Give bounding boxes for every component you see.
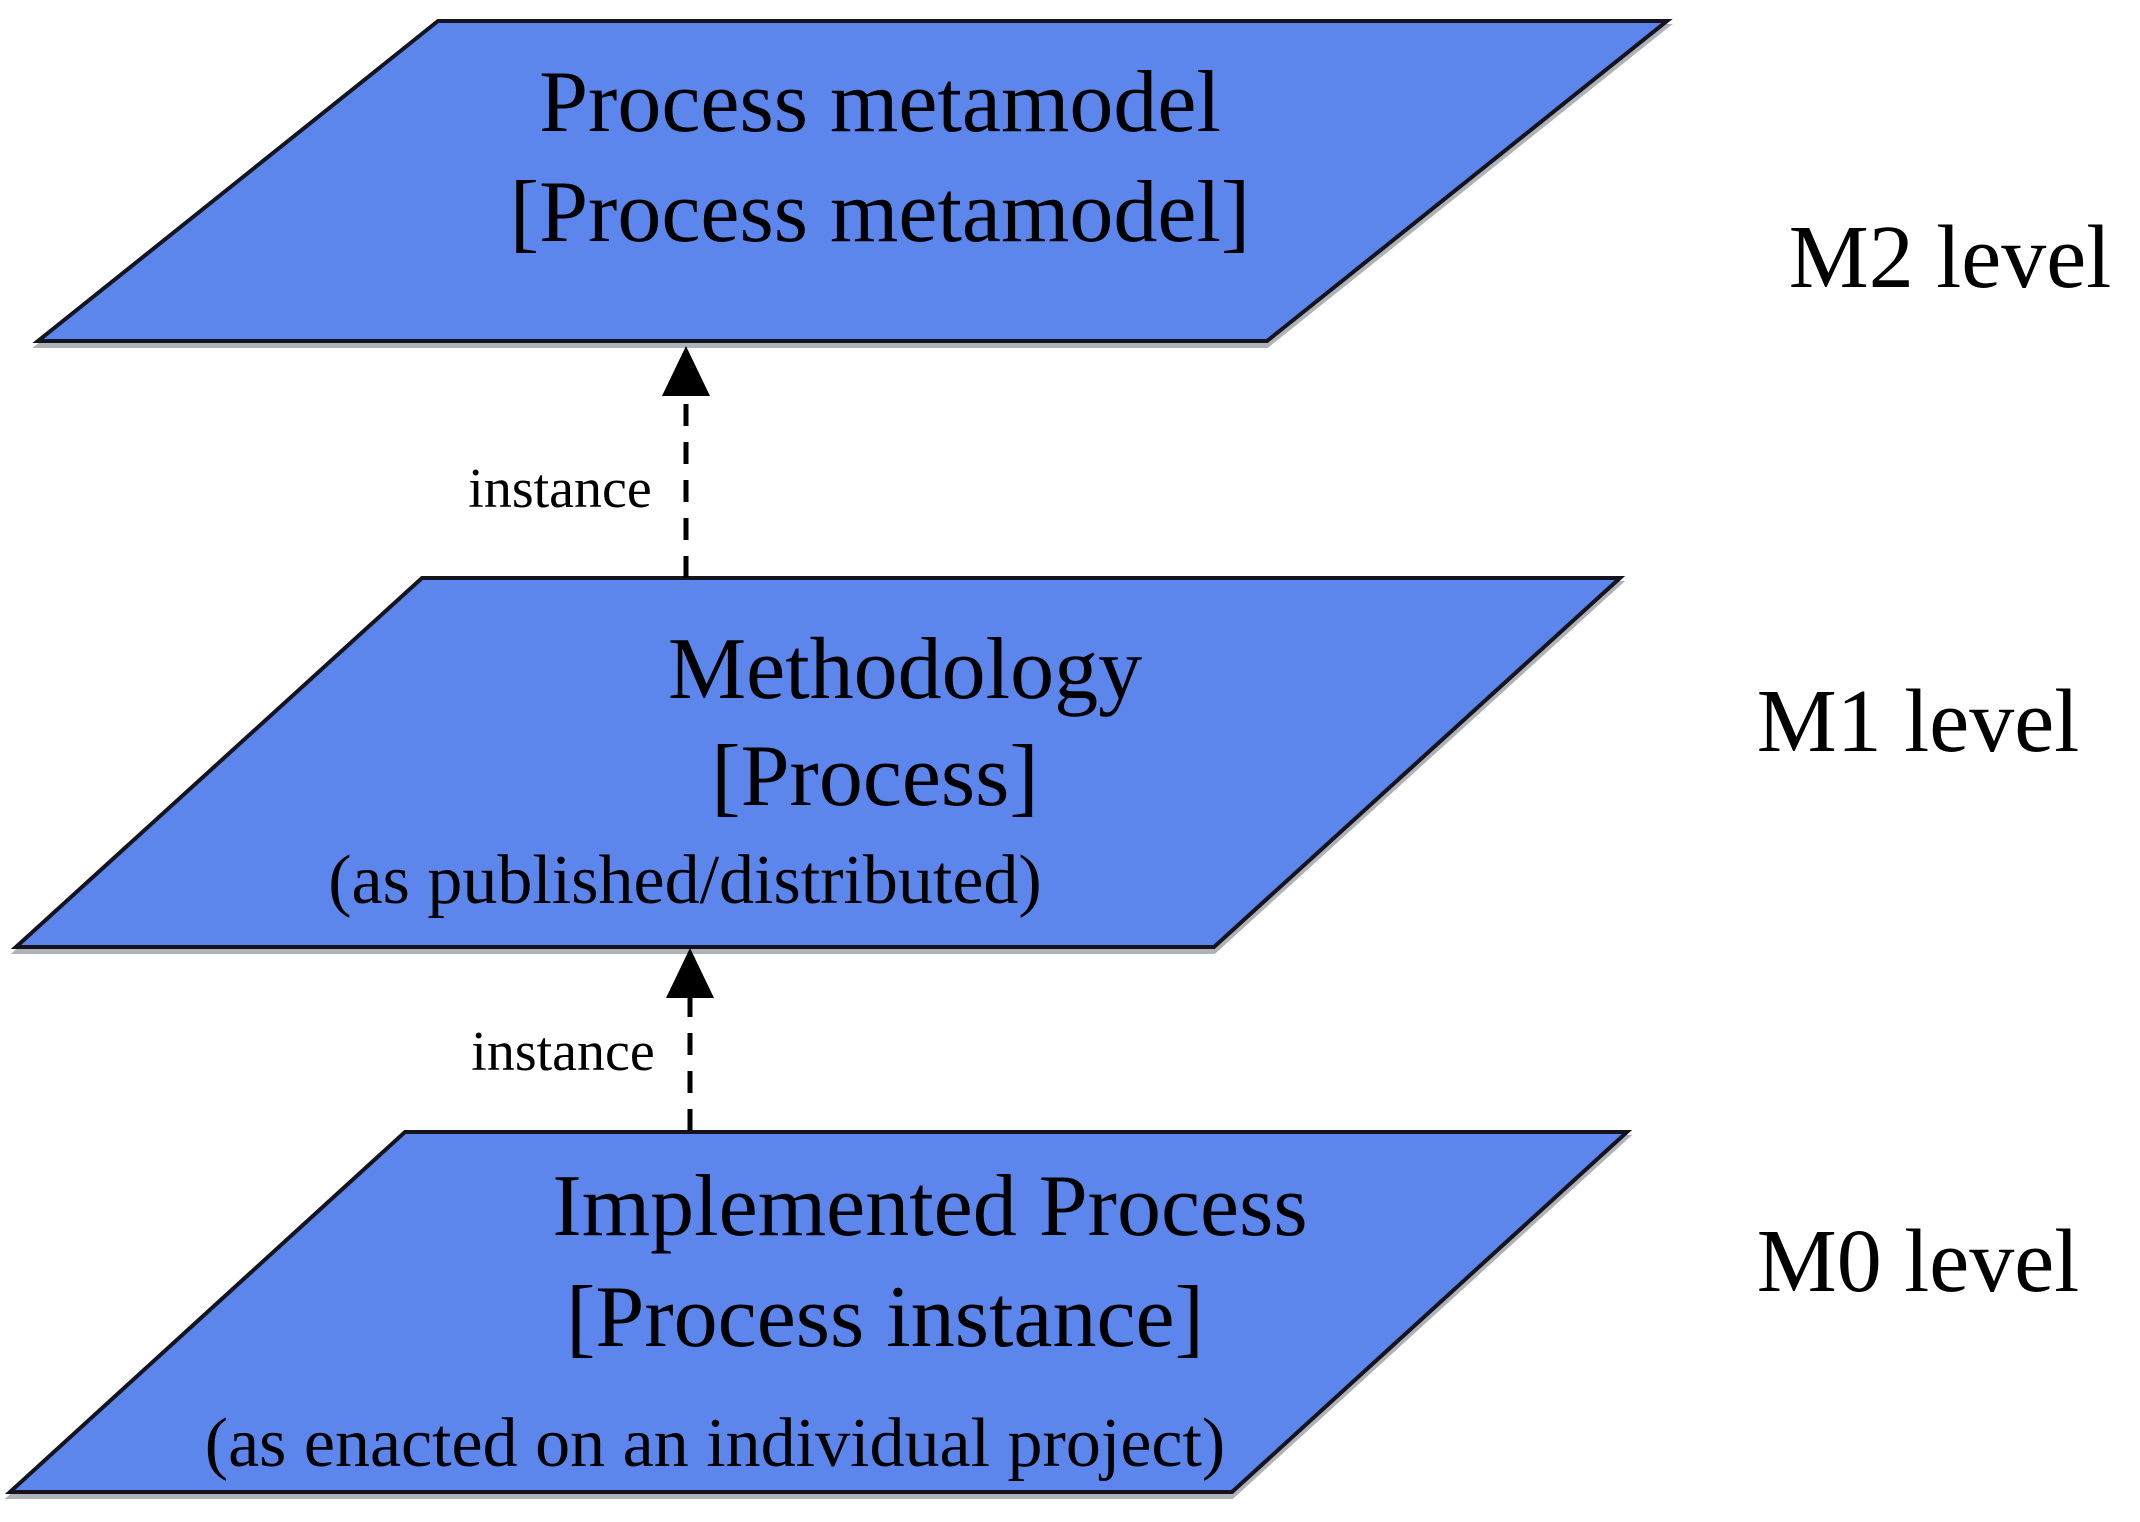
m0-title-line1: Implemented Process	[552, 1158, 1308, 1255]
m1-title-line2: [Process]	[711, 728, 1039, 825]
instance-label-m0-to-m1: instance	[471, 1021, 655, 1083]
m1-plane-parallelogram	[10, 576, 1626, 949]
instance-arrowhead-m0-to-m1	[666, 948, 714, 998]
m0-title-line2: [Process instance]	[566, 1269, 1204, 1366]
m2-title-line2: [Process metamodel]	[509, 164, 1251, 261]
m1-subtitle-line3: (as published/distributed)	[328, 842, 1042, 919]
instance-arrowhead-m1-to-m2	[662, 346, 710, 396]
m1-title-line1: Methodology	[667, 621, 1143, 718]
m0-subtitle-line3: (as enacted on an individual project)	[204, 1405, 1226, 1482]
instance-label-m1-to-m2: instance	[468, 458, 652, 520]
m2-plane-parallelogram	[32, 19, 1673, 343]
m2-title-line1: Process metamodel	[539, 54, 1221, 151]
m1-level-label: M1 level	[1756, 672, 2080, 771]
m0-level-label: M0 level	[1756, 1212, 2080, 1311]
m2-level-label: M2 level	[1788, 208, 2112, 307]
m0-plane-parallelogram	[4, 1130, 1633, 1494]
